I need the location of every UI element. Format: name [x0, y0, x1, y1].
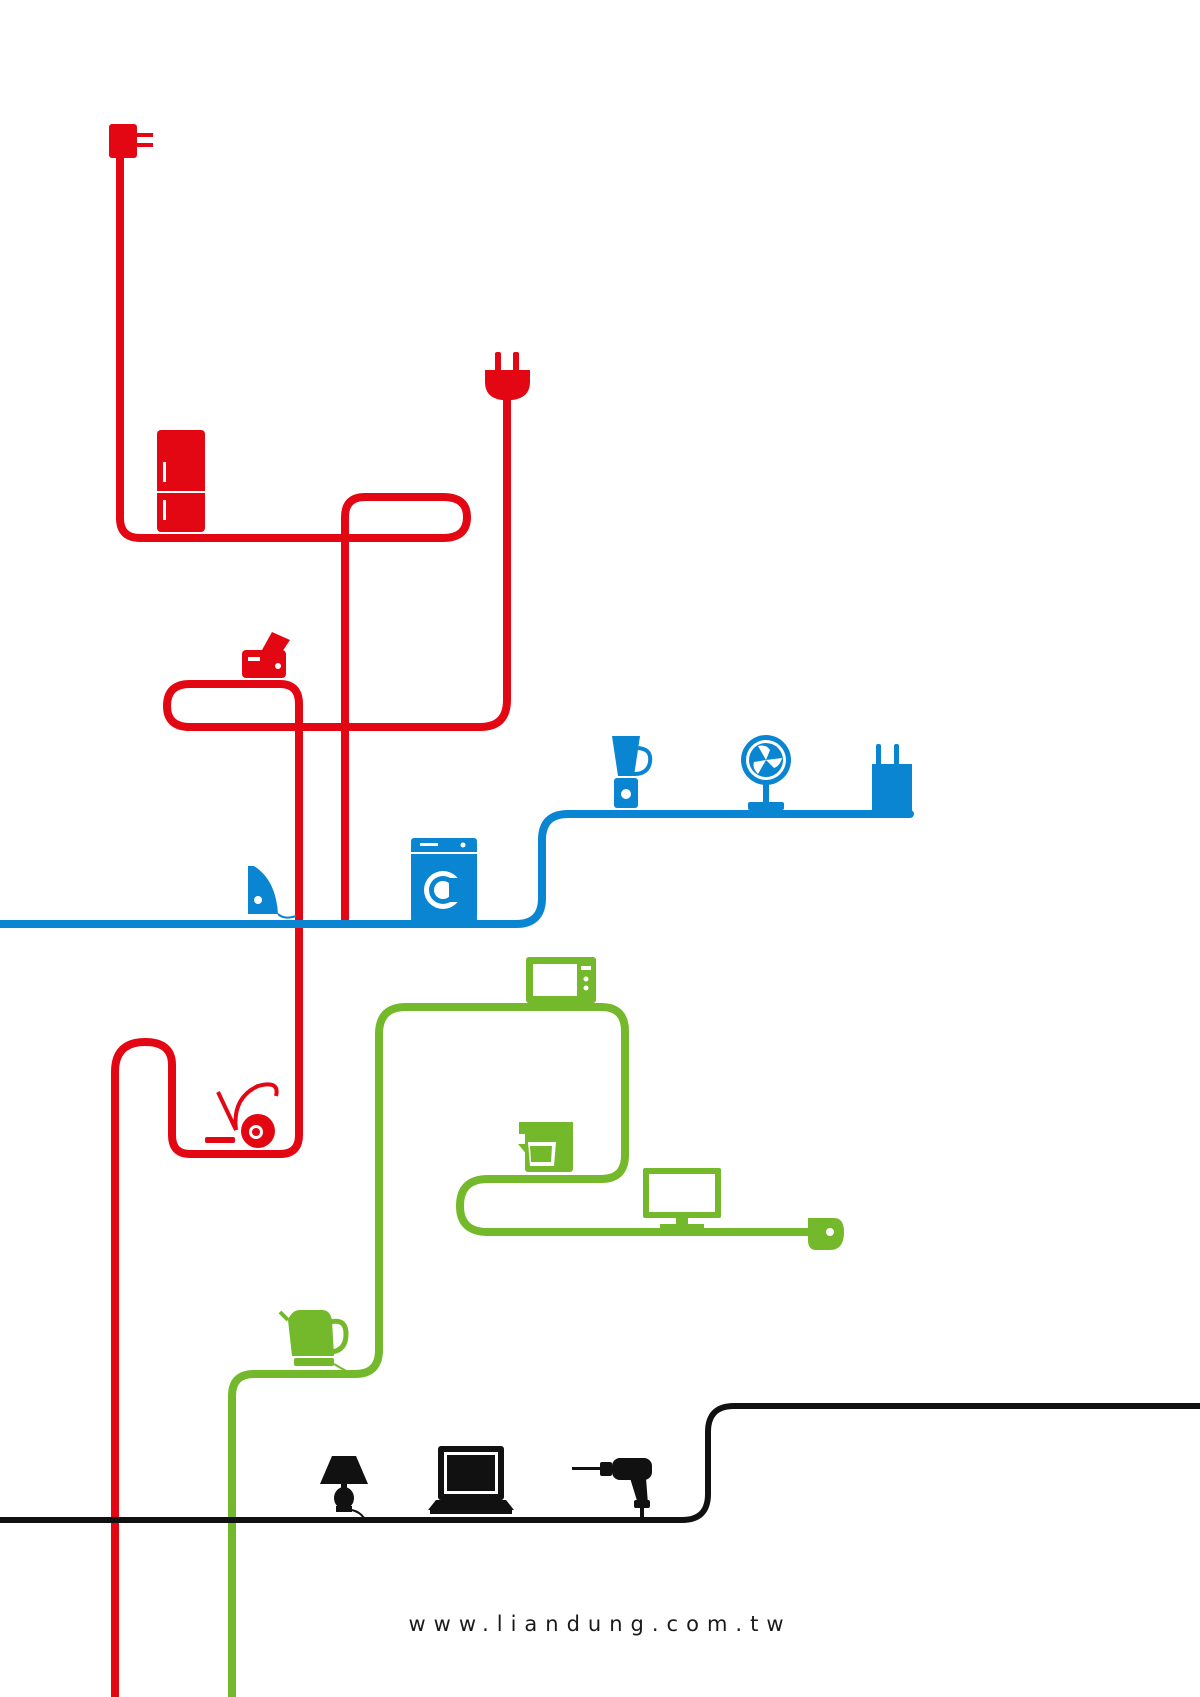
laptop-icon [428, 1446, 514, 1514]
kettle-icon [278, 1310, 353, 1375]
drill-icon [572, 1458, 652, 1518]
coffee-maker-icon [518, 1122, 573, 1172]
vacuum-cleaner-icon [205, 1082, 279, 1148]
lamp-icon [320, 1456, 368, 1519]
washing-machine-icon [411, 838, 477, 922]
website-url[interactable]: www.liandung.com.tw [408, 1612, 792, 1636]
refrigerator-icon [157, 430, 205, 532]
red-cord [111, 146, 511, 1697]
wall-plug-icon [872, 744, 912, 818]
monitor-icon [643, 1168, 721, 1229]
toaster-icon [242, 632, 290, 678]
plug-icon [806, 1218, 844, 1250]
black-cord [0, 1403, 1200, 1523]
iron-icon [248, 866, 297, 919]
blue-cord [0, 810, 914, 928]
microwave-icon [526, 957, 596, 1003]
blender-icon [612, 736, 653, 808]
green-cord [228, 1003, 814, 1697]
fan-icon [741, 735, 791, 810]
plug-icon [485, 352, 530, 406]
red-cord-lower-loop [111, 396, 511, 1697]
red-cord-upper-loop [116, 146, 471, 925]
wall-plug-icon [109, 124, 153, 163]
